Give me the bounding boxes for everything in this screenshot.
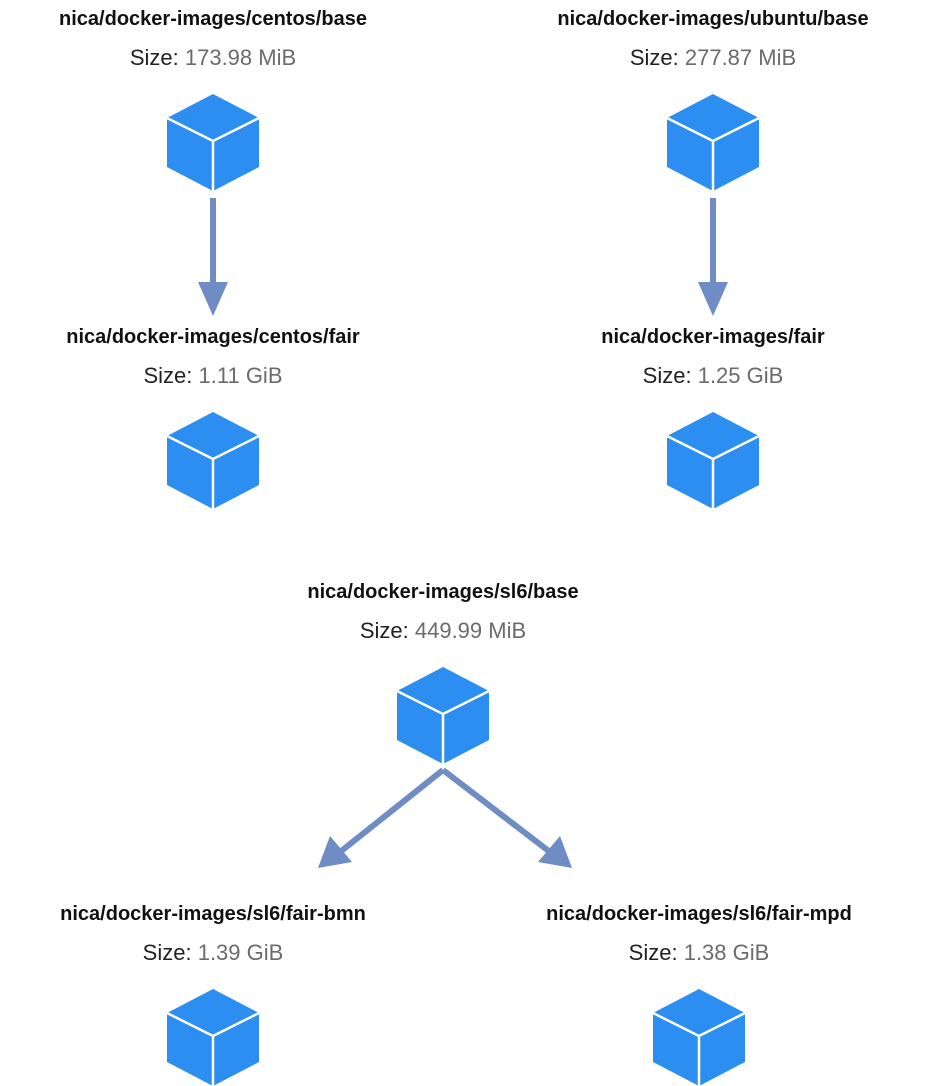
size-value: 173.98 MiB [184,45,297,70]
image-name: nica/docker-images/sl6/fair-mpd [546,903,852,925]
arrow-sl6-base-to-fair-mpd [441,767,572,868]
image-size: Size: 1.39 GiB [0,940,433,966]
size-label: Size: [628,940,684,965]
cube-icon [166,412,260,509]
size-value: 1.38 GiB [683,940,770,965]
image-node-sl6-fair-bmn: nica/docker-images/sl6/fair-bmn Size: 1.… [0,902,433,1086]
image-name: nica/docker-images/centos/base [59,8,367,30]
arrow-sl6-base-to-fair-bmn [318,767,445,868]
image-node-sl6-base: nica/docker-images/sl6/base Size: 449.99… [223,580,663,764]
cube-icon [166,989,260,1086]
size-value: 277.87 MiB [684,45,797,70]
image-name: nica/docker-images/centos/fair [66,326,360,348]
image-size: Size: 277.87 MiB [493,45,930,71]
size-label: Size: [143,363,199,388]
image-node-fair: nica/docker-images/fair Size: 1.25 GiB [493,325,930,509]
image-node-centos-base: nica/docker-images/centos/base Size: 173… [0,7,433,191]
cube-icon [666,412,760,509]
size-value: 1.39 GiB [197,940,284,965]
image-size: Size: 1.38 GiB [479,940,919,966]
image-name: nica/docker-images/ubuntu/base [557,8,869,30]
image-size: Size: 1.11 GiB [0,363,433,389]
image-node-centos-fair: nica/docker-images/centos/fair Size: 1.1… [0,325,433,509]
image-node-ubuntu-base: nica/docker-images/ubuntu/base Size: 277… [493,7,930,191]
cube-icon [652,989,746,1086]
size-value: 449.99 MiB [414,618,527,643]
size-label: Size: [129,45,185,70]
size-label: Size: [629,45,685,70]
image-name: nica/docker-images/fair [601,326,825,348]
arrow-centos-base-to-centos-fair [198,198,228,316]
cube-icon [666,94,760,191]
image-name: nica/docker-images/sl6/base [307,581,579,603]
arrow-ubuntu-base-to-fair [698,198,728,316]
size-value: 1.25 GiB [697,363,784,388]
size-label: Size: [359,618,415,643]
image-size: Size: 449.99 MiB [223,618,663,644]
size-value: 1.11 GiB [198,363,283,388]
cube-icon [396,667,490,764]
image-size: Size: 1.25 GiB [493,363,930,389]
size-label: Size: [142,940,198,965]
image-name: nica/docker-images/sl6/fair-bmn [60,903,366,925]
image-size: Size: 173.98 MiB [0,45,433,71]
size-label: Size: [642,363,698,388]
cube-icon [166,94,260,191]
image-node-sl6-fair-mpd: nica/docker-images/sl6/fair-mpd Size: 1.… [479,902,919,1086]
